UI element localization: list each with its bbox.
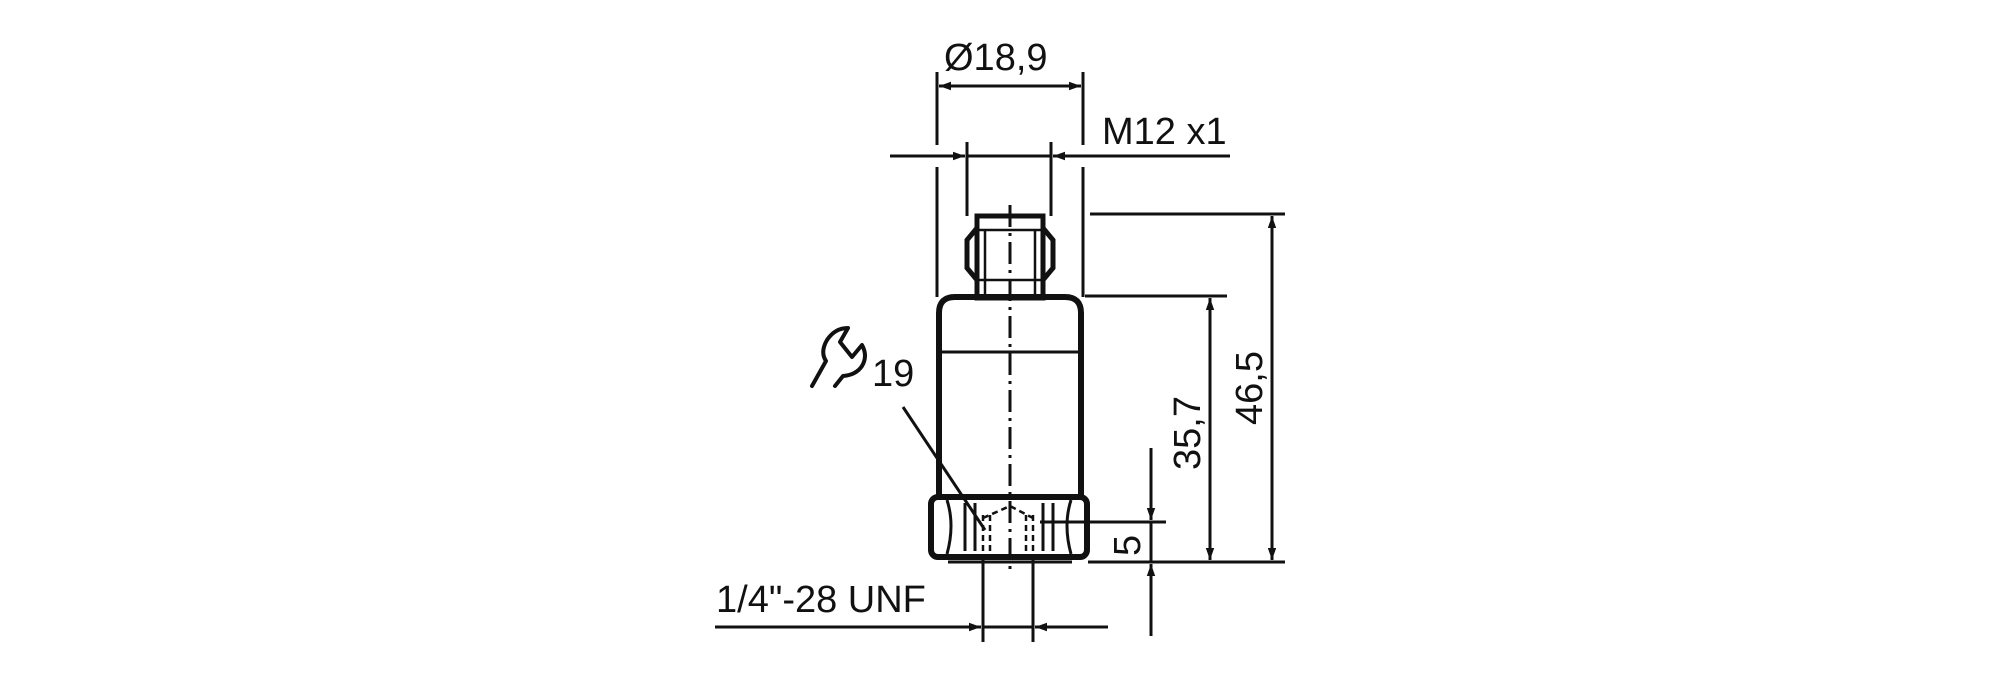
m12-dimension xyxy=(890,142,1230,216)
body-height-label: 35,7 xyxy=(1167,396,1209,470)
body-height-dimension xyxy=(1085,294,1227,560)
hex-facets xyxy=(945,499,1073,555)
total-height-dimension xyxy=(1088,212,1285,564)
wrench-size-label: 19 xyxy=(872,353,914,395)
hex-height-label: 5 xyxy=(1107,535,1149,556)
m12-label: M12 x1 xyxy=(1102,111,1227,153)
mounting-thread-dimension xyxy=(715,560,1108,642)
wrench-icon xyxy=(810,326,867,388)
wrench-leader-line xyxy=(901,406,987,531)
diameter-dimension xyxy=(935,72,1085,297)
internal-thread xyxy=(981,504,1035,555)
mounting-thread-label: 1/4"-28 UNF xyxy=(716,579,926,621)
total-height-label: 46,5 xyxy=(1229,351,1271,425)
diameter-label: Ø18,9 xyxy=(944,37,1048,79)
hex-height-dimension xyxy=(1040,448,1166,636)
